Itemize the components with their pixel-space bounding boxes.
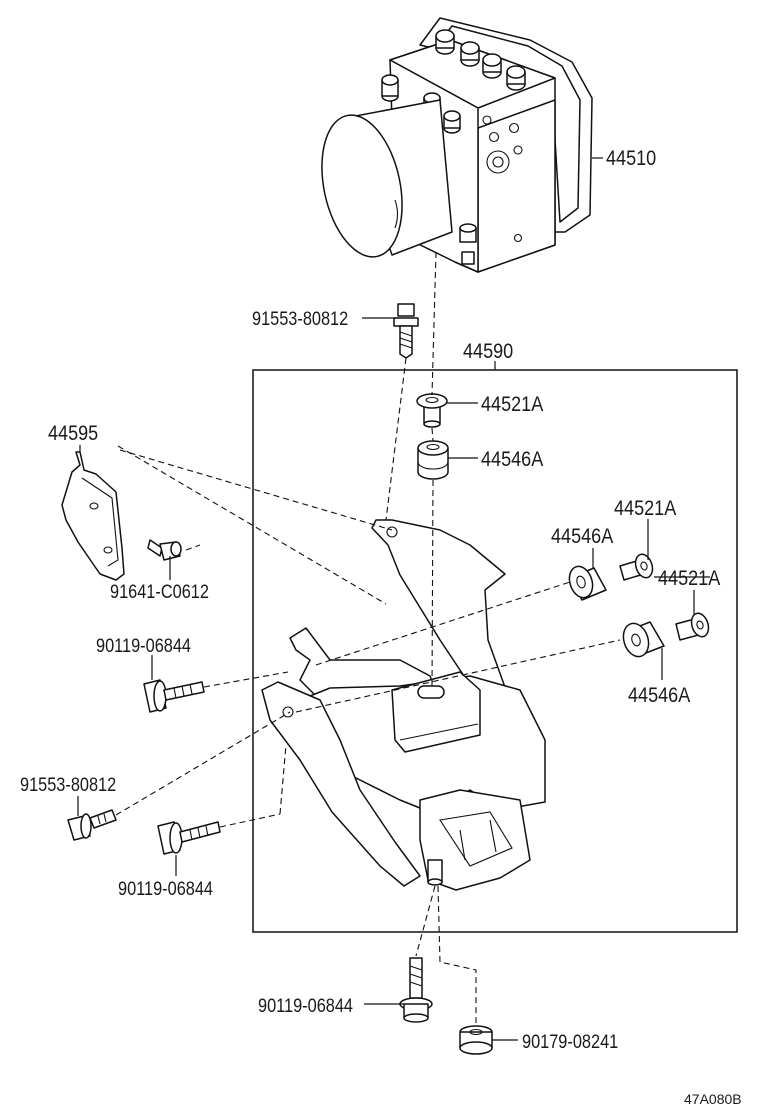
label-collar-top: 44521A [481, 393, 544, 417]
label-bolt-left-upper: 90119-06844 [96, 635, 191, 656]
bolt-left-bottom-90119 [157, 821, 221, 855]
label-cushion-right-lower: 44546A [628, 684, 691, 708]
label-cushion-right-upper: 44546A [551, 525, 614, 549]
top-collar [416, 393, 448, 428]
label-cushion-top: 44546A [481, 448, 544, 472]
bolt-91641 [147, 539, 182, 561]
nut-bottom-90179 [459, 1025, 493, 1055]
sub-bracket [61, 451, 125, 581]
top-cushion [417, 440, 449, 480]
right-lower-collar [675, 612, 710, 641]
bolt-left-upper-90119 [143, 679, 205, 713]
actuator-bracket [261, 519, 546, 891]
label-nut-bottom: 90179-08241 [522, 1031, 618, 1052]
label-bolt-left-lower: 91553-80812 [20, 774, 116, 795]
alignment-lines [115, 251, 621, 1024]
label-collar-right-upper: 44521A [614, 497, 677, 521]
right-lower-cushion [622, 621, 665, 658]
right-upper-cushion [568, 565, 607, 601]
drawing-code: 47A080B [684, 1091, 742, 1107]
label-collar-right-lower: 44521A [658, 567, 721, 591]
bolt-top-91553 [393, 303, 419, 359]
label-actuator: 44510 [606, 147, 656, 171]
label-bolt-top: 91553-80812 [252, 308, 348, 329]
label-bolt-bottom: 90119-06844 [258, 995, 353, 1016]
label-bolt-bracket-sub: 91641-C0612 [110, 581, 209, 602]
label-bracket-sub: 44595 [48, 422, 98, 446]
right-upper-collar [619, 553, 654, 581]
label-bracket-assy: 44590 [463, 340, 513, 364]
label-bolt-left-bottom: 90119-06844 [118, 878, 213, 899]
bolt-bottom-90119 [399, 957, 433, 1023]
leader-lines [77, 157, 710, 1041]
bolt-left-lower-91553 [67, 809, 117, 841]
abs-actuator-unit [321, 17, 593, 273]
